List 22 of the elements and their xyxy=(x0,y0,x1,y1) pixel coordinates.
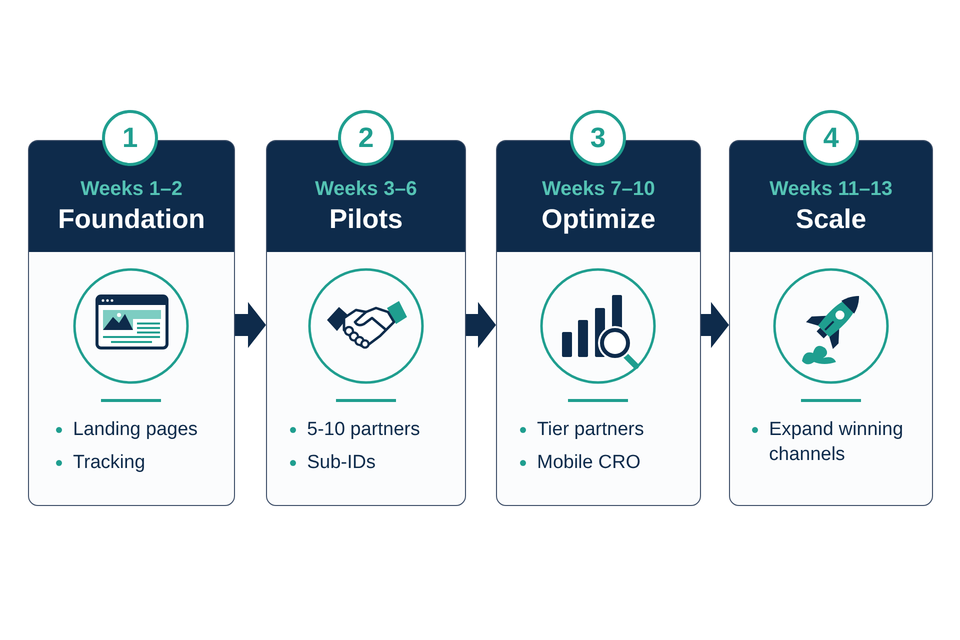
phase-title: Pilots xyxy=(329,203,403,235)
step-number-badge: 4 xyxy=(803,110,859,166)
bullet-text: Mobile CRO xyxy=(537,451,640,475)
step-number-badge: 2 xyxy=(338,110,394,166)
phase-title: Optimize xyxy=(541,203,656,235)
bullet-text: Landing pages xyxy=(73,418,198,442)
bullet-text: Tracking xyxy=(73,451,146,475)
phase-title: Foundation xyxy=(58,203,205,235)
arrow xyxy=(466,302,496,348)
bullet-text: Expand winning channels xyxy=(769,418,904,467)
bullet-text: Tier partners xyxy=(537,418,644,442)
week-range: Weeks 3–6 xyxy=(315,177,417,201)
step-number-badge: 3 xyxy=(570,110,626,166)
arrow xyxy=(701,302,729,348)
week-range: Weeks 11–13 xyxy=(769,177,893,201)
step-number-badge: 1 xyxy=(102,110,158,166)
bullet-text: 5-10 partners xyxy=(307,418,420,442)
bullet-text: Sub-IDs xyxy=(307,451,376,475)
arrow xyxy=(235,302,266,348)
week-range: Weeks 1–2 xyxy=(80,177,182,201)
week-range: Weeks 7–10 xyxy=(542,177,656,201)
phase-title: Scale xyxy=(796,203,866,235)
